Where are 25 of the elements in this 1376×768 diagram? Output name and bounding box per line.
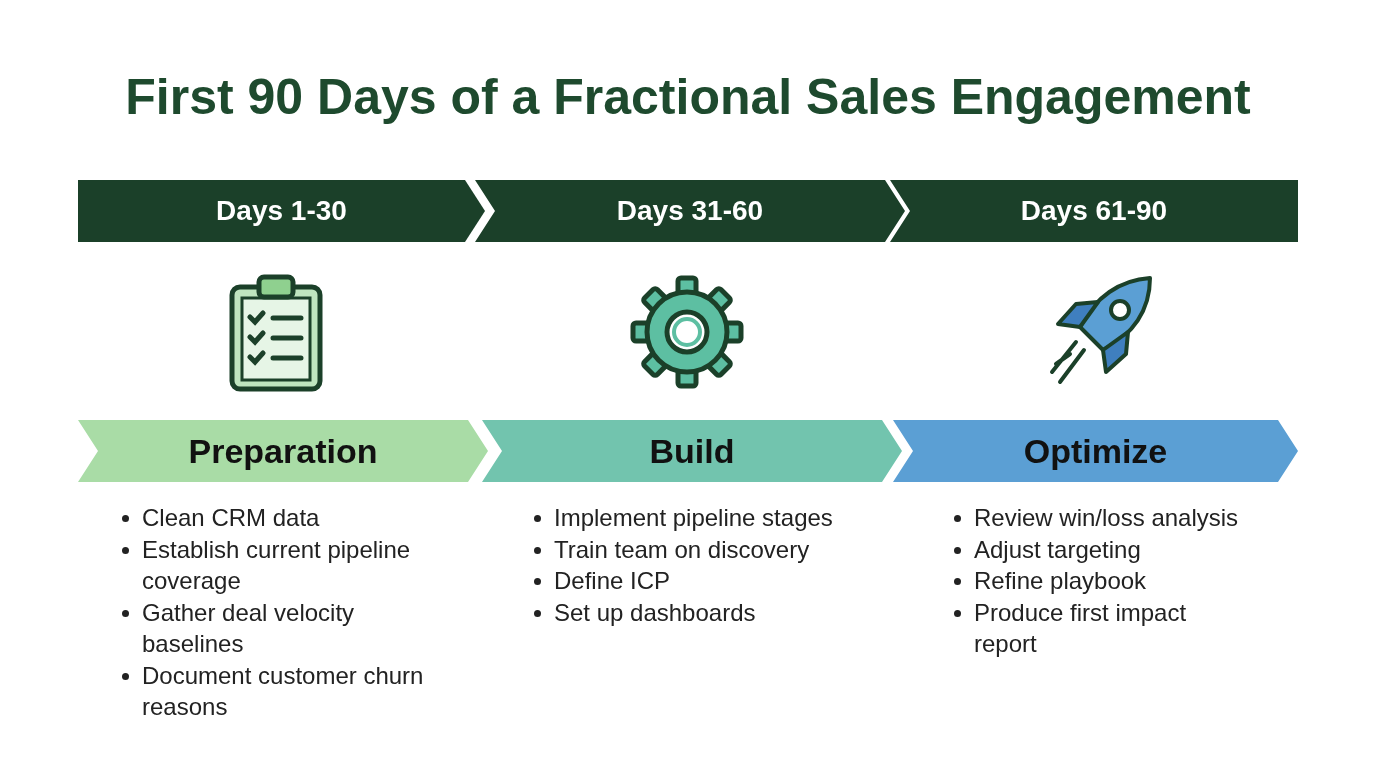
phase-label: Days 1-30 [215, 195, 348, 227]
bullet-text: Set up dashboards [554, 598, 756, 626]
phase-header-banner [475, 180, 905, 242]
phase-header-banner [890, 180, 1298, 242]
bullet-text: Clean CRM data [142, 504, 320, 531]
phase-label: Days 61-90 [1019, 195, 1169, 227]
phase-name-banner [482, 420, 902, 482]
bullet-text: Review win/loss analysis [974, 504, 1239, 531]
bullet-text: Implement pipeline stages [554, 504, 833, 531]
bullet-text: Train team on discovery [554, 535, 810, 563]
phase-name-banner [893, 420, 1298, 482]
bullet-text: Gather deal velocity baselines [142, 598, 355, 657]
bullet-text: Document customer churn reasons [142, 661, 424, 720]
phase-name-banner [78, 420, 488, 482]
phase-label: Preparation [187, 431, 379, 471]
bullet-text: Produce first impact report [974, 598, 1187, 657]
bullet-text: Define ICP [554, 567, 671, 594]
phase-label: Build [648, 431, 736, 471]
phase-header-banner [78, 180, 485, 242]
phase-label: Days 31-60 [615, 195, 765, 227]
bullet-text: Establish current pipeline coverage [142, 535, 411, 594]
bullet-text: Refine playbook [974, 567, 1147, 594]
bullet-text: Adjust targeting [974, 535, 1141, 563]
title: First 90 Days of a Fractional Sales Engagement [124, 68, 1252, 126]
phase-label: Optimize [1022, 431, 1169, 471]
